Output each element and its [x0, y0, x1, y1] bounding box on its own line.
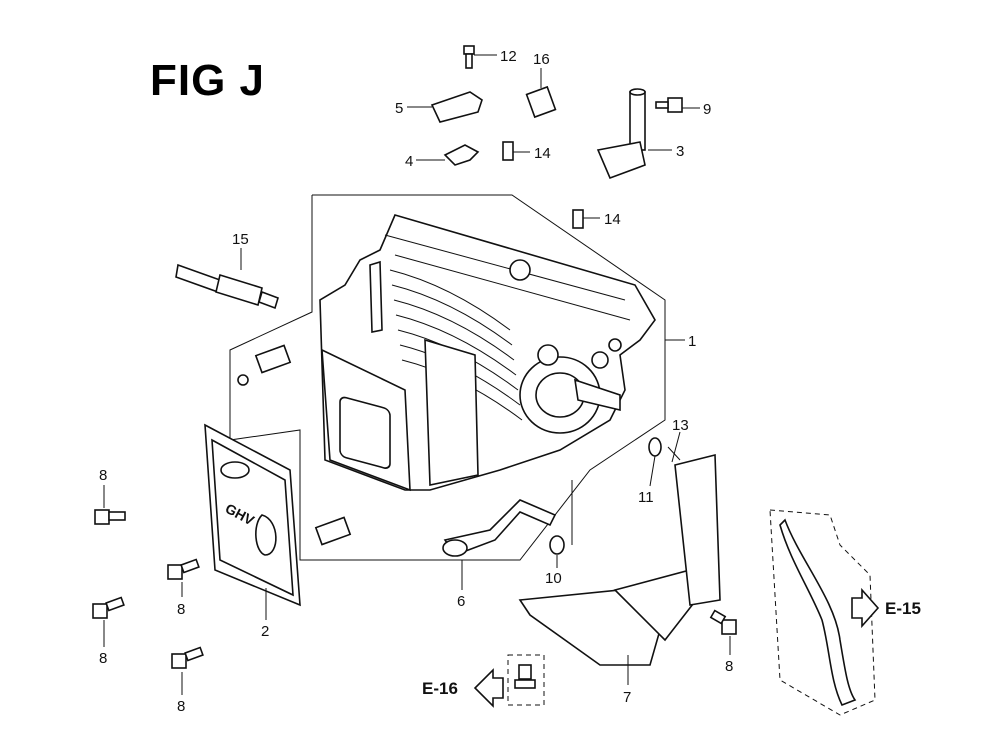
arrow-e16-icon	[473, 668, 504, 708]
callout-5: 5	[395, 100, 403, 117]
assembly-outline	[229, 194, 666, 561]
leader-lines	[103, 54, 731, 695]
callout-1: 1	[688, 333, 696, 350]
callout-8e: 8	[725, 658, 733, 675]
ref-e16: E-16	[422, 679, 458, 698]
elbow-pipe	[596, 88, 646, 180]
callout-15: 15	[232, 231, 249, 248]
callout-7: 7	[623, 689, 631, 706]
callout-10: 10	[545, 570, 562, 587]
callout-4: 4	[405, 153, 413, 170]
callout-2: 2	[261, 623, 269, 640]
ref-e15: E-15	[885, 599, 921, 618]
callout-8c: 8	[99, 650, 107, 667]
callout-6: 6	[457, 593, 465, 610]
callout-13: 13	[672, 417, 689, 434]
shroud-7	[518, 453, 721, 666]
callout-16: 16	[533, 51, 550, 68]
callout-9: 9	[703, 101, 711, 118]
hardware	[92, 45, 737, 669]
callout-14b: 14	[604, 211, 621, 228]
callout-8b: 8	[177, 601, 185, 618]
cover-part: GHV	[204, 423, 301, 607]
callout-12: 12	[500, 48, 517, 65]
rod-6	[442, 499, 557, 557]
arrow-e15-icon	[851, 587, 880, 629]
callout-8a: 8	[99, 467, 107, 484]
bolt-box-e16	[507, 654, 545, 706]
plate-5	[430, 91, 483, 123]
cylinder-block	[319, 214, 656, 492]
callout-8d: 8	[177, 698, 185, 715]
callout-14a: 14	[534, 145, 551, 162]
spark-plug	[175, 263, 279, 310]
hose-e15	[769, 509, 876, 716]
callout-3: 3	[676, 143, 684, 160]
callout-11: 11	[638, 489, 654, 506]
figure-title: FIG J	[150, 56, 266, 105]
bracket-4	[443, 144, 480, 166]
